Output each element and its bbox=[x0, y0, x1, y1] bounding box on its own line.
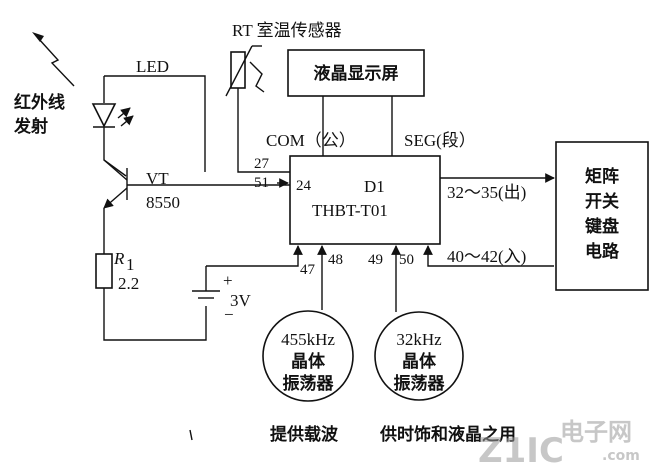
in-label: 40～42(入) bbox=[447, 247, 526, 266]
resistor-subscript: 1 bbox=[126, 255, 135, 274]
battery-icon bbox=[192, 266, 220, 299]
pin-51: 51 bbox=[254, 175, 269, 191]
watermark-domain: .com bbox=[602, 448, 640, 464]
pin47-wire bbox=[206, 245, 303, 267]
resistor-value: 2.2 bbox=[118, 274, 139, 293]
keyboard-line2: 开关 bbox=[585, 191, 619, 212]
out-label: 32～35(出) bbox=[447, 183, 526, 202]
transistor-icon bbox=[103, 159, 290, 209]
led-label: LED bbox=[136, 57, 169, 76]
battery-minus: − bbox=[224, 305, 234, 324]
watermark-text2: 电子网 bbox=[560, 418, 632, 446]
pin-24: 24 bbox=[296, 178, 312, 194]
osc2-freq: 32kHz bbox=[396, 330, 442, 349]
battery-voltage: 3V bbox=[230, 291, 252, 310]
chip-d1 bbox=[289, 155, 441, 245]
pin-47: 47 bbox=[300, 262, 316, 278]
osc1-caption: 提供载波 bbox=[270, 424, 339, 445]
osc1-line2: 晶体 bbox=[291, 351, 326, 372]
seg-label: SEG(段） bbox=[404, 131, 476, 150]
led-top-wire bbox=[104, 75, 206, 172]
keyboard-box bbox=[555, 141, 649, 291]
keyboard-line4: 电路 bbox=[585, 241, 620, 262]
sensor-label: RT 室温传感器 bbox=[232, 21, 342, 40]
resistor-icon bbox=[95, 253, 113, 289]
battery-plus: + bbox=[223, 271, 233, 290]
osc2-caption: 供时饰和液晶之用 bbox=[379, 424, 516, 445]
transistor-name: VT bbox=[146, 169, 169, 188]
watermark-logo: Z1IC 电子网 .com bbox=[478, 418, 640, 466]
transistor-model: 8550 bbox=[146, 193, 180, 212]
osc1-line3: 振荡器 bbox=[283, 373, 335, 394]
osc1-freq: 455kHz bbox=[281, 330, 335, 349]
in-wire bbox=[423, 245, 554, 267]
keyboard-line1: 矩阵 bbox=[585, 166, 619, 187]
ir-emission-icon bbox=[32, 32, 75, 87]
sensor-wire bbox=[237, 88, 290, 173]
thermistor-icon bbox=[225, 45, 265, 97]
pin-50: 50 bbox=[399, 252, 414, 268]
osc1-circle bbox=[262, 310, 354, 402]
chip-name: D1 bbox=[364, 177, 385, 196]
keyboard-line3: 键盘 bbox=[585, 216, 619, 237]
pin-49: 49 bbox=[368, 252, 383, 268]
osc2-line2: 晶体 bbox=[402, 351, 437, 372]
pin-48: 48 bbox=[328, 252, 343, 268]
lcd-label: 液晶显示屏 bbox=[314, 63, 399, 84]
resistor-name: R bbox=[113, 249, 125, 268]
chip-part: THBT-T01 bbox=[312, 201, 388, 220]
com-label: COM（公） bbox=[266, 131, 356, 150]
watermark-text1: Z1IC bbox=[478, 431, 564, 466]
lcd-box bbox=[287, 49, 425, 97]
osc2-line3: 振荡器 bbox=[394, 373, 446, 394]
led-icon bbox=[91, 103, 134, 128]
ir-label-line1: 红外线 bbox=[14, 92, 65, 113]
osc2-circle bbox=[374, 311, 464, 401]
pin-27: 27 bbox=[254, 156, 270, 172]
ir-label-line2: 发射 bbox=[13, 116, 48, 137]
